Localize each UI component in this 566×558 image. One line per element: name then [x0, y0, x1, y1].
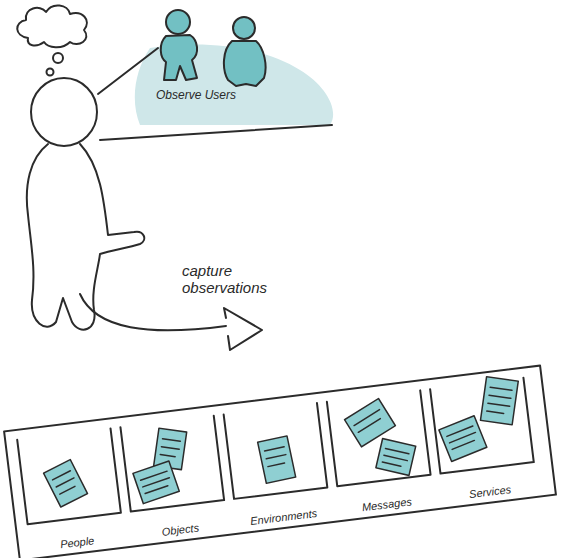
- person-head: [31, 78, 97, 146]
- category-bin: Services: [430, 378, 538, 506]
- person-body: [27, 144, 144, 330]
- arrow-caption: capture observations: [182, 262, 302, 297]
- thought-bubble: [53, 53, 63, 63]
- node-label: Messages: [339, 493, 434, 516]
- node-label: Observe Users: [156, 88, 236, 102]
- node-label: Services: [443, 480, 538, 503]
- bin-walls: [17, 378, 534, 525]
- thought-bubble: [47, 69, 54, 76]
- blob-shape: [130, 40, 345, 130]
- paper-sheet: [154, 428, 187, 470]
- category-bin: People: [17, 428, 125, 556]
- node-label: Environments: [236, 505, 331, 528]
- node-label: People: [30, 531, 125, 554]
- category-bin: Environments: [224, 403, 332, 531]
- paper-sheet: [439, 416, 487, 462]
- category-bin: Messages: [327, 390, 435, 518]
- thought-cloud: [17, 5, 87, 47]
- observe-blob: Observe Users: [130, 40, 345, 130]
- capture-arrow: [80, 294, 226, 330]
- paper-sheet: [480, 377, 518, 425]
- arrow-head: [224, 308, 262, 350]
- paper-sheet: [133, 461, 179, 504]
- category-bin: Objects: [120, 416, 228, 544]
- paper-sheet: [44, 460, 88, 507]
- paper-sheet: [376, 439, 416, 476]
- bin-tray: People Objects Environments Messages Service…: [4, 366, 556, 558]
- paper-sheet: [345, 399, 396, 447]
- node-label: Objects: [133, 518, 228, 541]
- paper-sheet: [258, 436, 296, 483]
- view-line: [100, 125, 332, 140]
- tray-frame: [4, 366, 556, 558]
